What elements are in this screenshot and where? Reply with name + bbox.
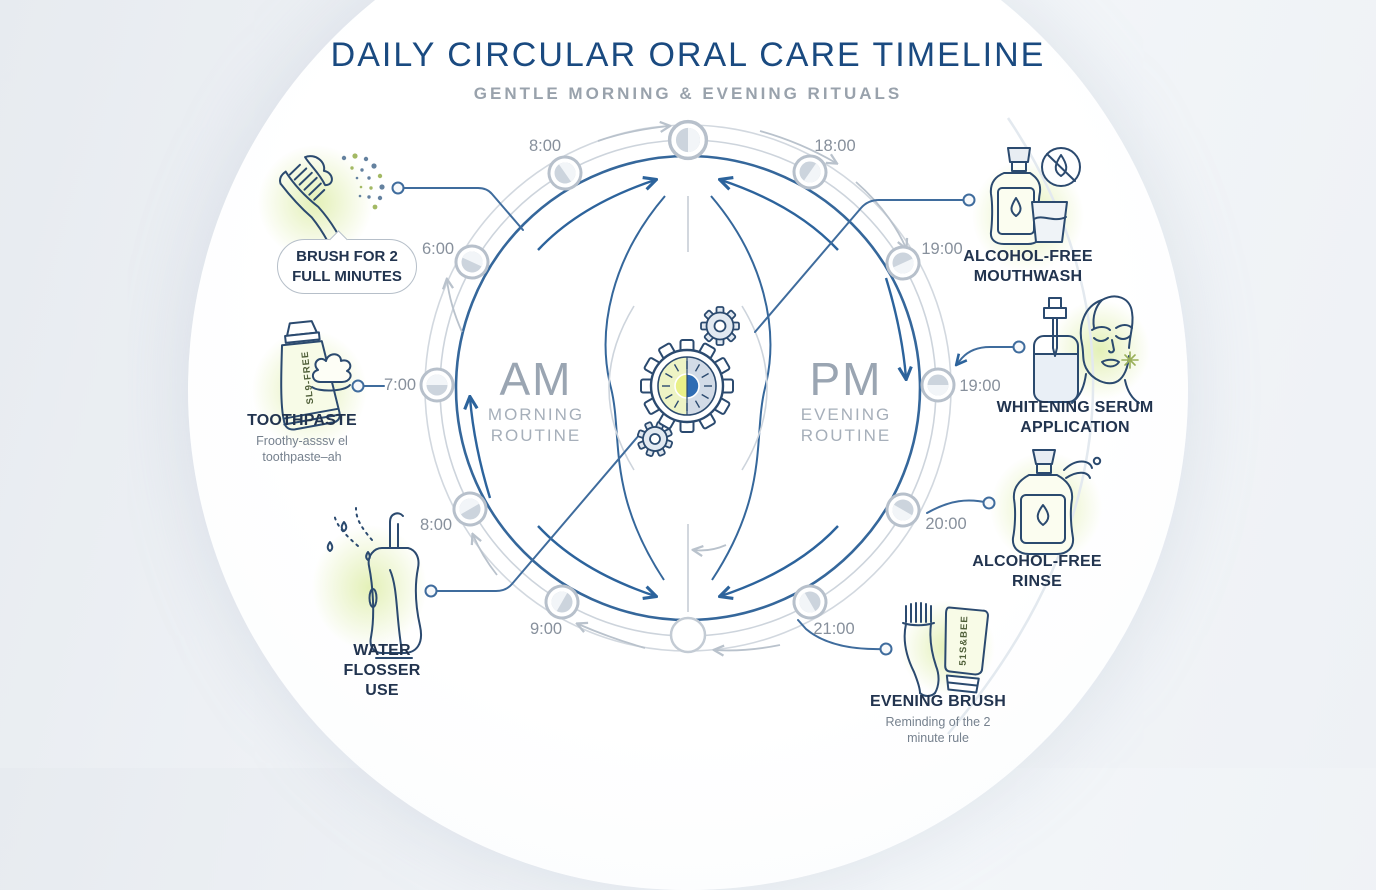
callout-connectors xyxy=(351,181,1026,656)
evening-brush-subtitle: Reminding of the 2 minute rule xyxy=(885,715,991,746)
gear-day-half xyxy=(658,357,687,415)
pm-sub-line1: EVENING xyxy=(800,405,892,424)
time-label-pm-20: 20:00 xyxy=(925,515,967,533)
gear-center-day xyxy=(675,374,687,398)
gear-center-night xyxy=(687,374,699,398)
toothpaste-icon xyxy=(280,320,352,431)
node-am-9 xyxy=(544,584,580,620)
am-label: AM xyxy=(499,353,573,405)
mouthwash-icon xyxy=(989,147,1081,245)
rinse-bottle-icon xyxy=(1011,449,1102,555)
connector-dot-brush xyxy=(391,181,405,195)
infographic-canvas: DAILY CIRCULAR ORAL CARE TIMELINE GENTLE… xyxy=(0,0,1376,768)
am-sub-line1: MORNING xyxy=(487,405,585,424)
time-label-am-6: 6:00 xyxy=(421,240,455,258)
toothpaste-subtitle-1: Froothy-asssv el xyxy=(256,434,348,448)
serum-title: WHITENING SERUM APPLICATION xyxy=(996,399,1154,436)
small-gear-bottom-icon xyxy=(636,420,674,458)
mouthwash-title: ALCOHOL-FREE MOUTHWASH xyxy=(963,248,1093,285)
page-subtitle: GENTLE MORNING & EVENING RITUALS xyxy=(473,84,903,103)
time-label-pm-19b: 19:00 xyxy=(959,377,1001,395)
node-pm-19b xyxy=(920,367,956,403)
brush-callout-bubble: BRUSH FOR 2 FULL MINUTES xyxy=(277,239,417,294)
gear-clock-icon xyxy=(636,306,740,458)
connector-dot-toothpaste xyxy=(351,379,365,393)
spray-dots xyxy=(341,153,385,210)
node-am-7 xyxy=(419,367,455,403)
toothpaste-subtitle-2: toothpaste–ah xyxy=(262,450,342,464)
node-top xyxy=(667,119,709,161)
time-label-am-7: 7:00 xyxy=(383,376,417,394)
background-swoosh-arc xyxy=(947,117,1095,735)
center-divider-curves xyxy=(604,195,772,612)
timeline-nodes xyxy=(419,119,956,654)
am-sub-line2: ROUTINE xyxy=(490,426,582,445)
evening-tube-text: 51S&BEE xyxy=(957,615,971,666)
node-am-8 xyxy=(547,155,583,191)
time-label-pm-18: 18:00 xyxy=(814,137,856,155)
whitening-serum-icon xyxy=(1033,295,1140,404)
evening-brush-icon xyxy=(902,602,989,697)
time-label-pm-19a: 19:00 xyxy=(921,240,963,258)
pm-sub-line2: ROUTINE xyxy=(800,426,892,445)
main-gear-icon xyxy=(640,339,734,433)
node-pm-19a xyxy=(885,245,921,281)
time-label-am-8-top: 8:00 xyxy=(528,137,562,155)
node-pm-20 xyxy=(885,492,921,528)
connector-dot-mouthwash xyxy=(962,193,976,207)
time-label-am-9: 9:00 xyxy=(529,620,563,638)
connector-dot-rinse xyxy=(982,496,996,510)
water-flosser-icon xyxy=(326,507,422,659)
time-label-pm-21: 21:00 xyxy=(813,620,855,638)
gear-night-half xyxy=(687,357,716,415)
flosser-title: WATER FLOSSER USE xyxy=(343,642,421,699)
connector-dot-serum xyxy=(1012,340,1026,354)
time-label-am-8b: 8:00 xyxy=(419,516,453,534)
node-pm-18 xyxy=(792,154,828,190)
node-am-8b xyxy=(452,491,488,527)
node-pm-21 xyxy=(792,584,828,620)
outer-ring-arrows xyxy=(447,126,906,650)
connector-dot-evening xyxy=(879,642,893,656)
evening-brush-title: EVENING BRUSH xyxy=(870,693,1006,710)
pm-label: PM xyxy=(809,353,883,405)
inner-ring-arrows xyxy=(470,180,906,596)
connector-dot-flosser xyxy=(424,584,438,598)
node-am-6 xyxy=(454,244,490,280)
diagram-graphics xyxy=(279,117,1140,735)
node-bottom xyxy=(669,616,707,654)
toothpaste-title: TOOTHPASTE xyxy=(247,412,357,429)
page-title: DAILY CIRCULAR ORAL CARE TIMELINE xyxy=(330,36,1046,74)
small-gear-top-icon xyxy=(700,306,740,346)
rinse-title: ALCOHOL-FREE RINSE xyxy=(972,553,1102,590)
